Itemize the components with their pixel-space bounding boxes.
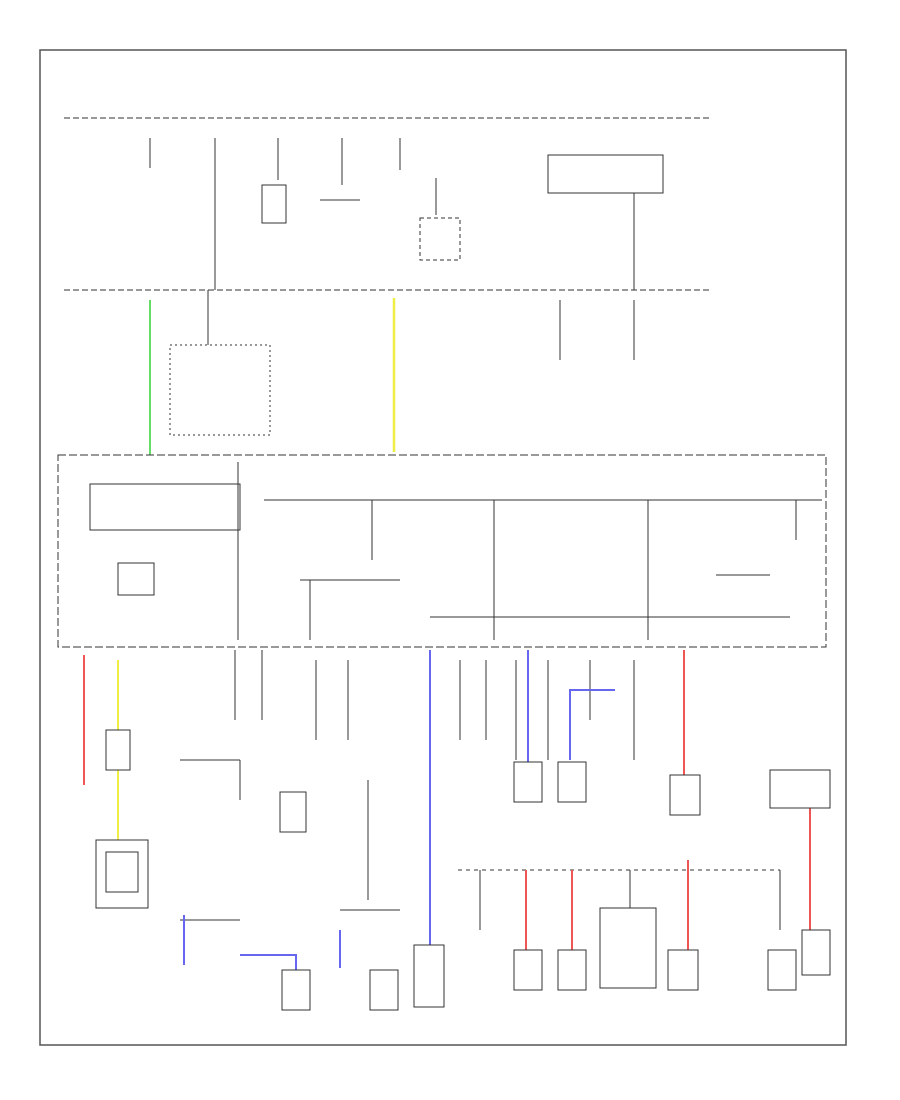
- component-box-b: [557, 761, 587, 803]
- diagram-frame: [39, 49, 847, 1046]
- relay-box-1: [261, 184, 287, 224]
- component-box-m: [801, 929, 831, 976]
- bottom-wiring: [180, 650, 781, 930]
- underhood-fuse-box: [64, 117, 712, 291]
- component-box-c: [669, 774, 701, 816]
- dash-fuse-box: [57, 454, 827, 648]
- component-box-k: [667, 949, 699, 991]
- component-box-g: [413, 944, 445, 1008]
- ignition-relay: [89, 483, 241, 531]
- colored-wires: [83, 650, 811, 972]
- relay-box-2: [419, 217, 461, 261]
- component-box-j: [599, 907, 657, 989]
- wire-blue-3: [569, 689, 615, 760]
- relay-2: [117, 562, 155, 596]
- component-fuse-holder: [105, 729, 131, 771]
- component-box-e: [281, 969, 311, 1011]
- component-box-d: [769, 769, 831, 809]
- fuse-note-box: [169, 344, 271, 436]
- relay-box-3: [547, 154, 664, 194]
- wire-blue-5: [240, 954, 297, 972]
- component-box-h: [513, 949, 543, 991]
- component-inner: [105, 851, 139, 893]
- components: [95, 729, 831, 1011]
- component-mirror: [279, 791, 307, 833]
- component-box-i: [557, 949, 587, 991]
- component-box-l: [767, 949, 797, 991]
- component-box-a: [513, 761, 543, 803]
- component-box-f: [369, 969, 399, 1011]
- top-wire-drops: [169, 290, 635, 436]
